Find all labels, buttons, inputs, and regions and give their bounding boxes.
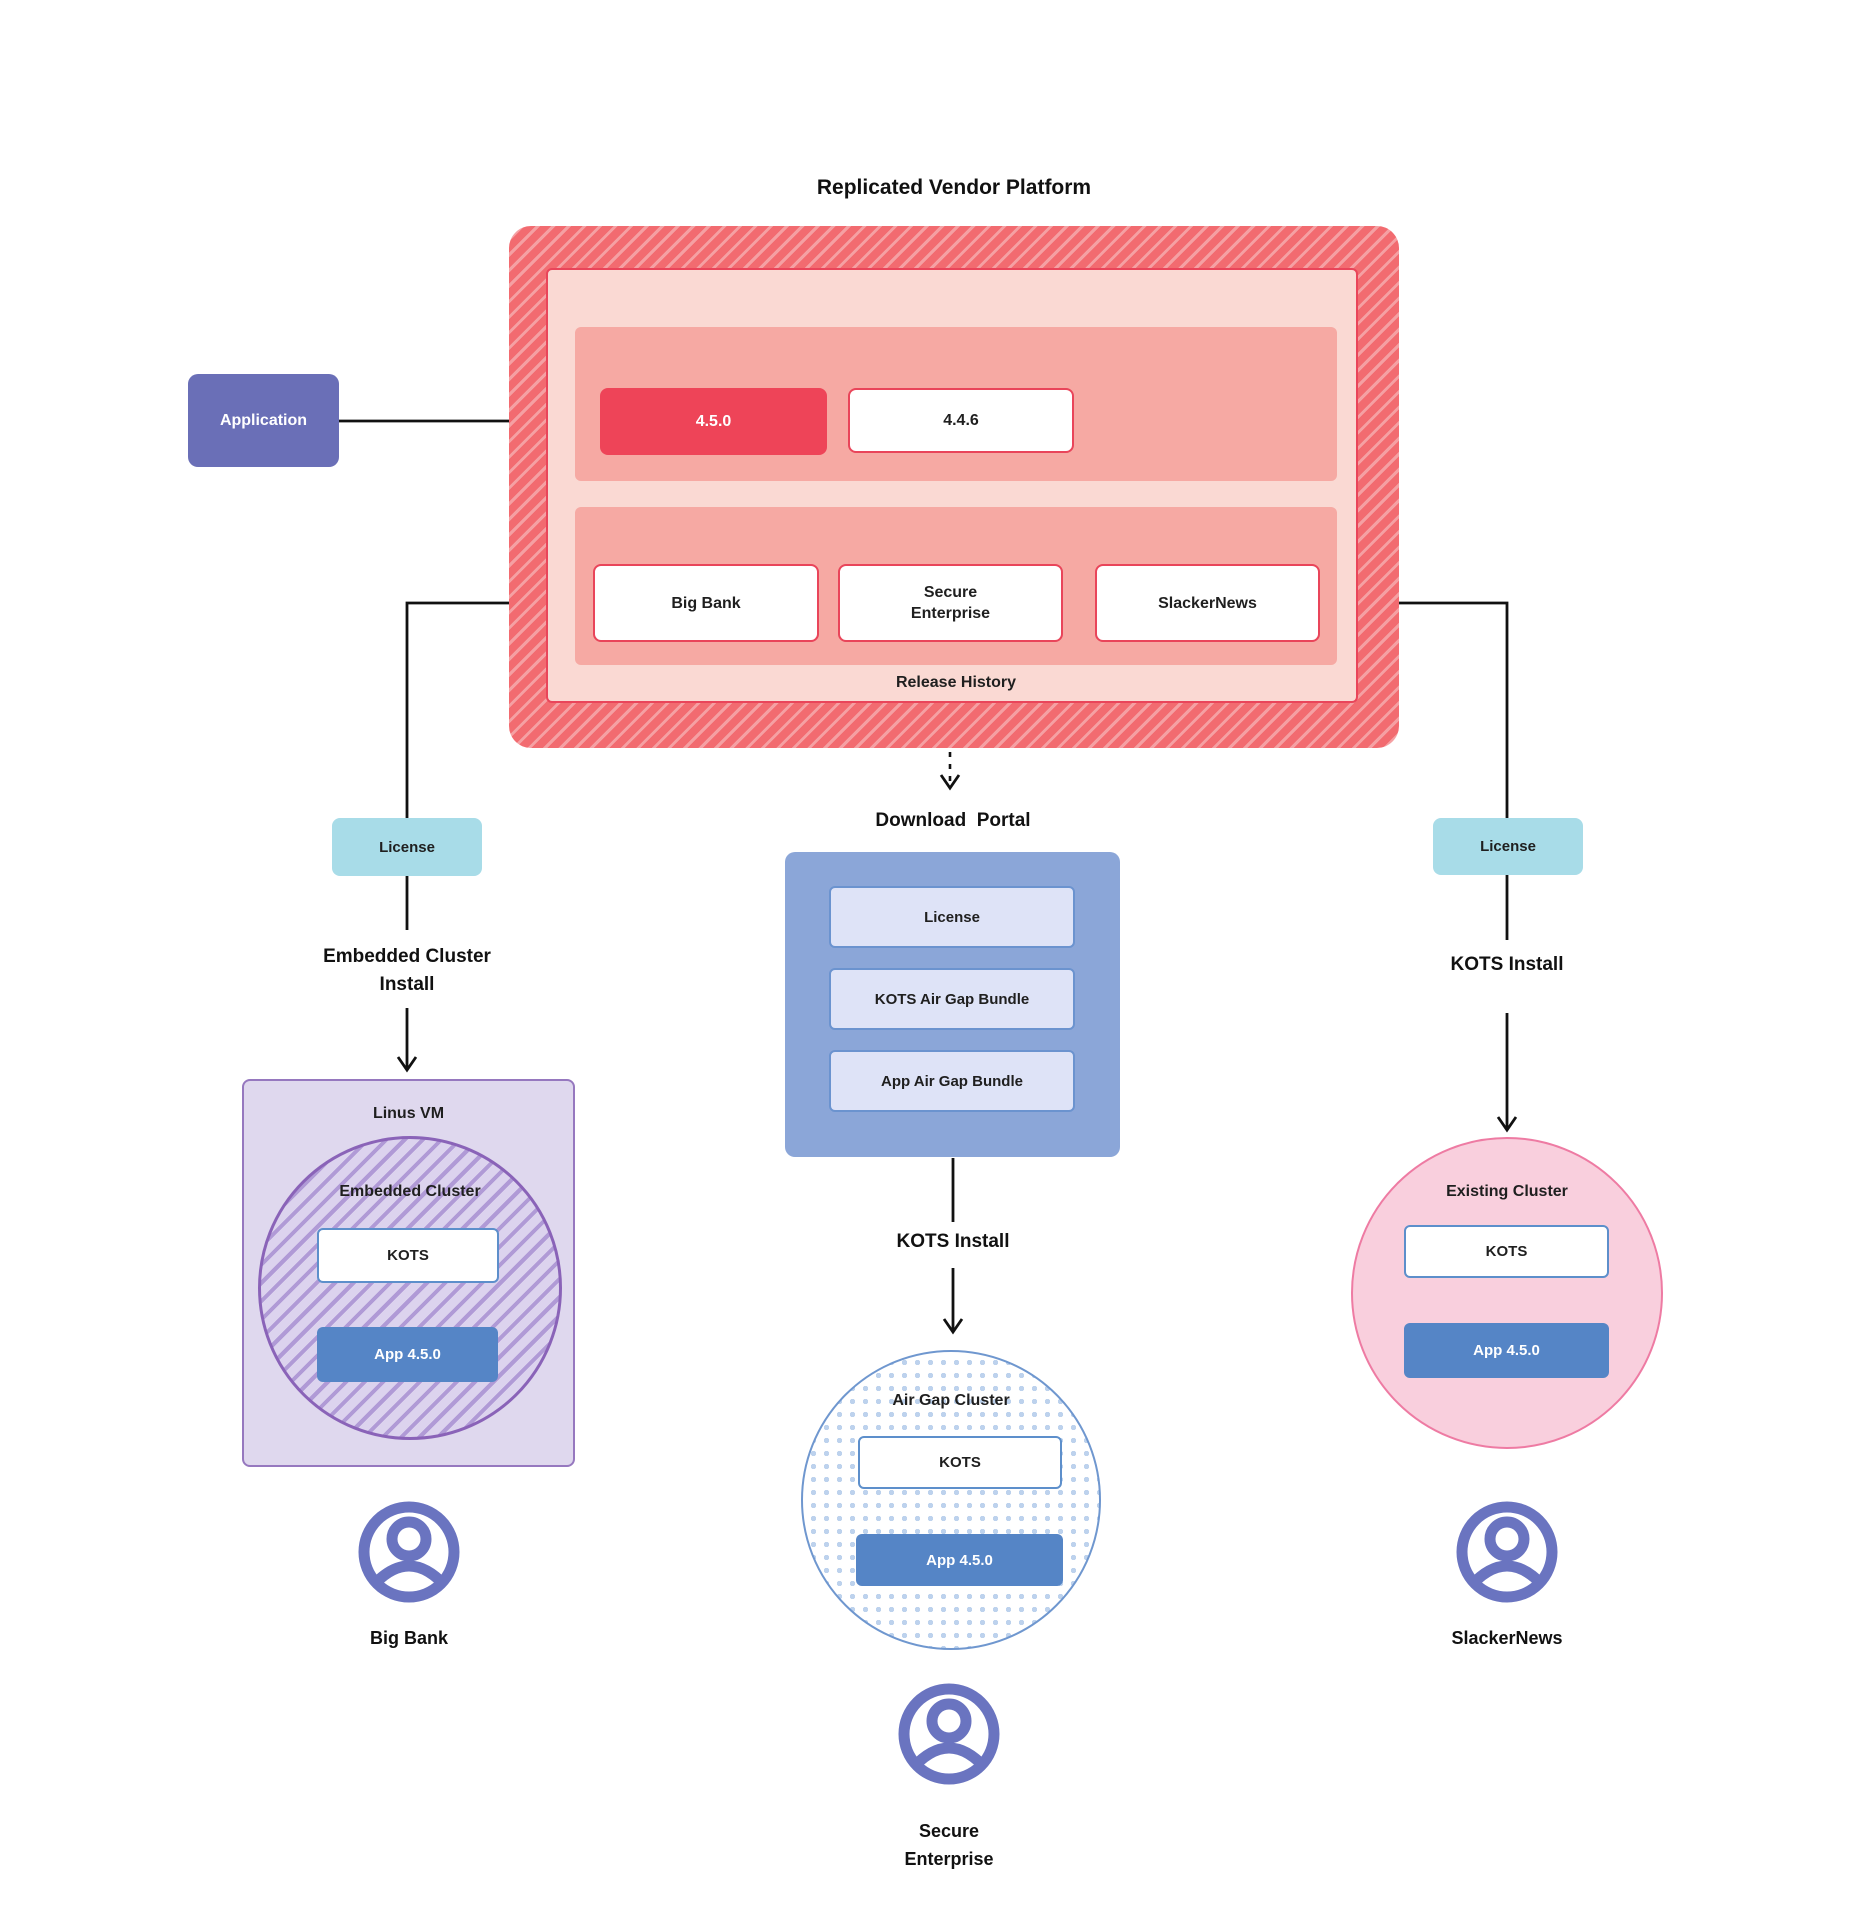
persona-secure-line2: Enterprise bbox=[904, 1849, 994, 1869]
airgap-cluster-circle: Air Gap Cluster bbox=[801, 1350, 1101, 1650]
release-4-4-6: 4.4.6 bbox=[848, 388, 1074, 453]
embedded-cluster-label: Embedded Cluster bbox=[339, 1183, 481, 1200]
arrowhead-ec-to-vm bbox=[396, 1056, 418, 1073]
portal-item-app-airgap-bundle: App Air Gap Bundle bbox=[829, 1050, 1075, 1112]
release-history-label: Release History bbox=[895, 674, 1017, 691]
app-box-mid: App 4.5.0 bbox=[856, 1534, 1063, 1586]
persona-label-secure-enterprise: Secure Enterprise bbox=[849, 1817, 1049, 1873]
existing-cluster-circle: Existing Cluster bbox=[1351, 1137, 1663, 1449]
arrowhead-kotsinstall-to-airgap bbox=[942, 1318, 964, 1335]
embedded-cluster-install-label: Embedded Cluster Install bbox=[257, 943, 557, 999]
kots-box-mid: KOTS bbox=[858, 1436, 1062, 1489]
persona-secure-line1: Secure bbox=[918, 1821, 980, 1841]
kots-install-label-right: KOTS Install bbox=[1450, 954, 1564, 975]
customer-secure-enterprise-label: Secure Enterprise bbox=[910, 584, 991, 622]
download-portal-label: Download Portal bbox=[875, 810, 1031, 831]
diagram-title: Replicated Vendor Platform bbox=[816, 176, 1092, 199]
airgap-cluster-label: Air Gap Cluster bbox=[892, 1392, 1010, 1409]
customer-slackernews: SlackerNews bbox=[1095, 564, 1320, 642]
customer-big-bank-label: Big Bank bbox=[671, 594, 741, 612]
customer-secure-enterprise: Secure Enterprise bbox=[838, 564, 1063, 642]
kots-install-label-mid: KOTS Install bbox=[896, 1231, 1010, 1252]
existing-cluster-label: Existing Cluster bbox=[1446, 1183, 1568, 1200]
portal-item-license: License bbox=[829, 886, 1075, 948]
arrowhead-kotsinstall-to-existing bbox=[1496, 1116, 1518, 1133]
app-box-right: App 4.5.0 bbox=[1404, 1323, 1609, 1378]
linus-vm-label: Linus VM bbox=[372, 1105, 445, 1122]
embedded-cluster-circle: Embedded Cluster bbox=[258, 1136, 562, 1440]
kots-box-right: KOTS bbox=[1404, 1225, 1609, 1278]
kots-box-left: KOTS bbox=[317, 1228, 499, 1283]
persona-label-big-bank: Big Bank bbox=[369, 1628, 448, 1648]
arrowhead-secure-to-portal bbox=[939, 774, 961, 791]
portal-item-kots-airgap-bundle: KOTS Air Gap Bundle bbox=[829, 968, 1075, 1030]
customer-big-bank: Big Bank bbox=[593, 564, 819, 642]
user-icon-secure-enterprise bbox=[898, 1683, 1000, 1785]
user-icon-slackernews bbox=[1456, 1501, 1558, 1603]
persona-label-slackernews: SlackerNews bbox=[1451, 1628, 1563, 1648]
user-icon-big-bank bbox=[358, 1501, 460, 1603]
app-box-left: App 4.5.0 bbox=[317, 1327, 498, 1382]
embedded-cluster-install-line2: Install bbox=[379, 974, 435, 995]
license-chip-right: License bbox=[1433, 818, 1583, 875]
embedded-cluster-install-line1: Embedded Cluster bbox=[323, 946, 491, 967]
application-box: Application bbox=[188, 374, 339, 467]
release-4-5-0: 4.5.0 bbox=[600, 388, 827, 455]
license-chip-left: License bbox=[332, 818, 482, 876]
customer-slackernews-label: SlackerNews bbox=[1158, 594, 1257, 612]
